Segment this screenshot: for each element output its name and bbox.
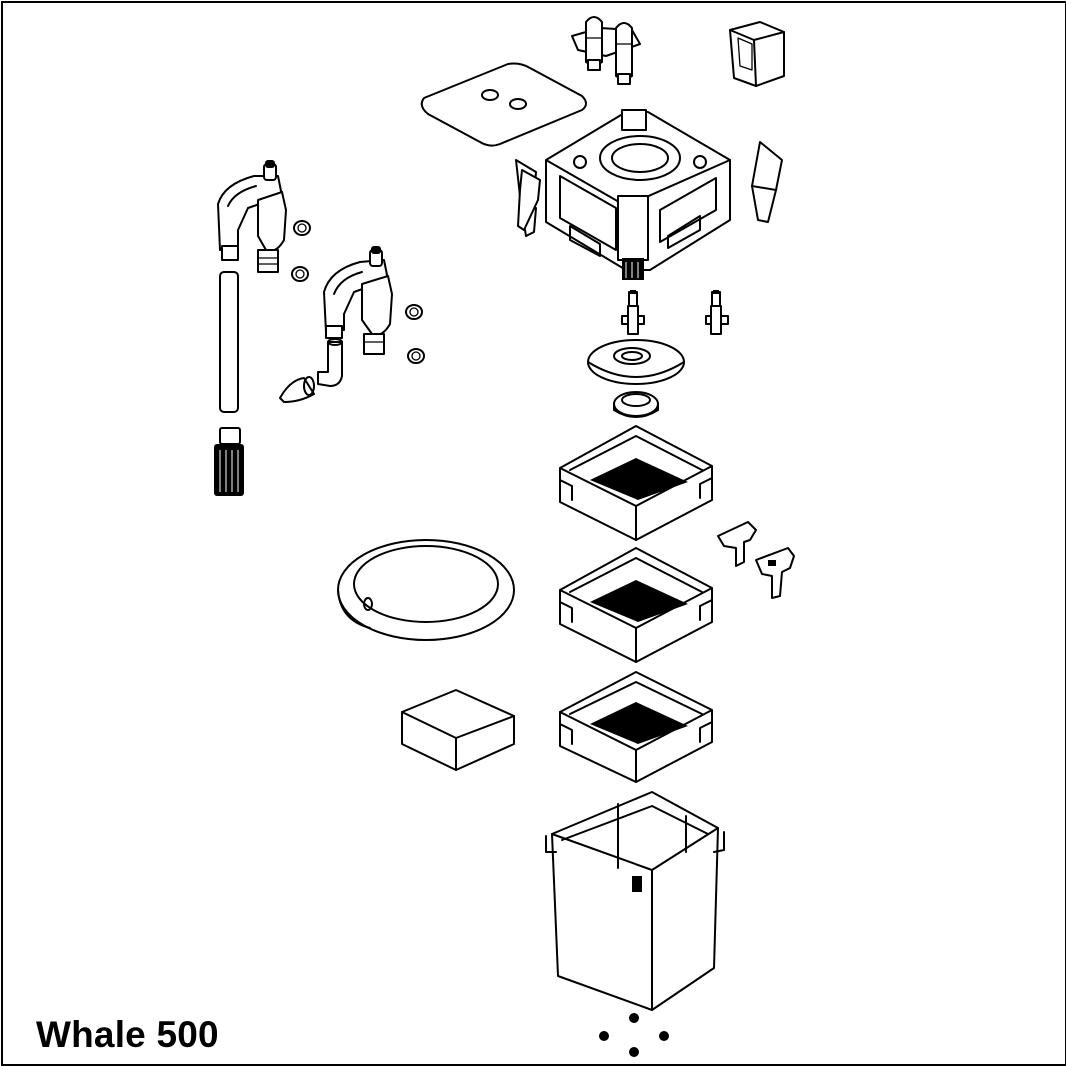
basket-handles: [717, 521, 795, 599]
filter-sponge: [401, 689, 515, 771]
spray-nozzle: [279, 376, 315, 403]
pump-head: [515, 109, 731, 280]
valve-coupling-block: [571, 16, 641, 85]
locking-clip-right: [751, 141, 783, 223]
impeller: [621, 290, 729, 335]
filter-basket-bottom: [559, 671, 713, 783]
figure-caption: Whale 500: [36, 1014, 219, 1055]
impeller-cover: [729, 21, 785, 87]
hose: [337, 539, 515, 641]
rubber-feet: [599, 1013, 669, 1057]
locking-clip-left: [517, 169, 541, 231]
impeller-gasket: [587, 339, 685, 385]
intake-strainer: [214, 427, 244, 496]
filter-basket-top: [559, 425, 713, 541]
impeller-bearing: [613, 391, 659, 418]
intake-tube: [219, 271, 239, 413]
suction-cups: [291, 220, 425, 364]
inlet-valve-assembly: [217, 160, 287, 273]
canister: [545, 791, 725, 1011]
top-gasket: [420, 62, 587, 147]
spray-elbow: [317, 338, 343, 387]
filter-basket-middle: [559, 547, 713, 663]
outlet-valve-assembly: [323, 246, 393, 355]
